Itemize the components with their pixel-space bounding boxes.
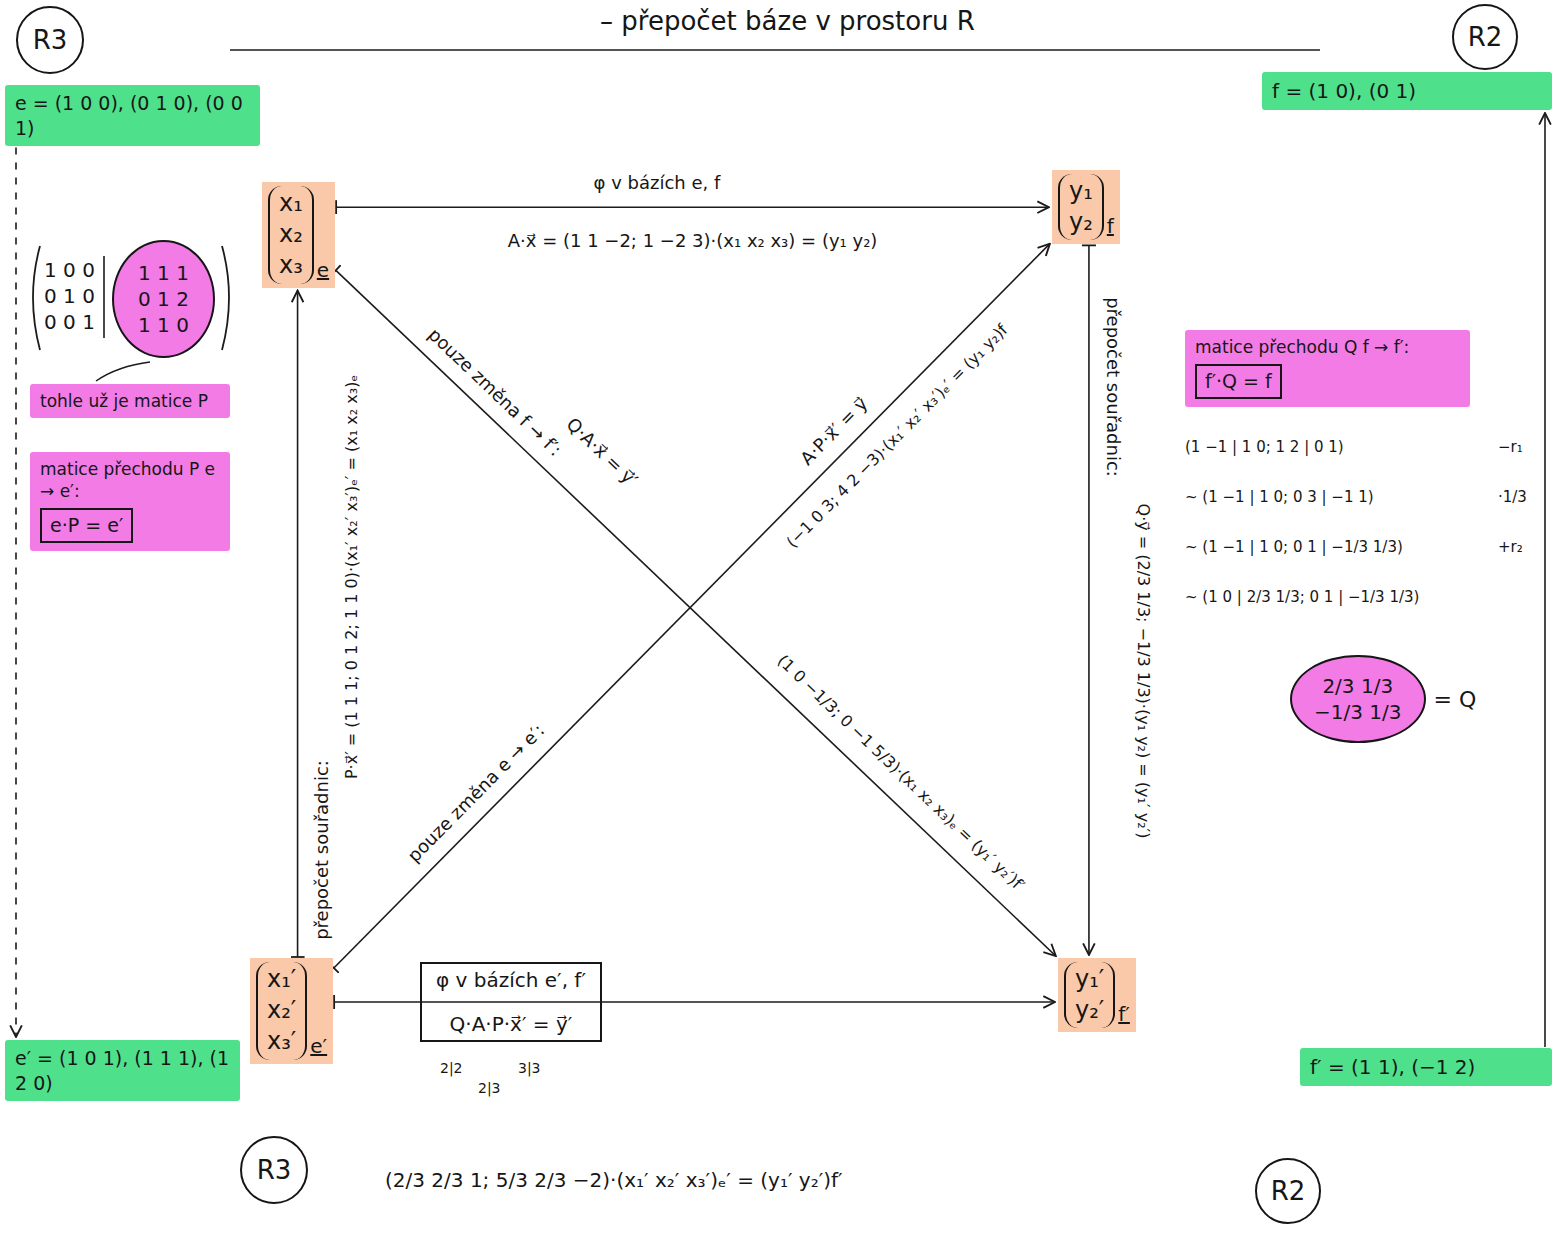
node-text: R3: [257, 1155, 292, 1185]
node-text: −1/3 1/3: [1314, 699, 1402, 725]
basis-band: f = (1 0), (0 1): [1262, 72, 1552, 110]
node-text: y₁ y₂: [1058, 174, 1104, 240]
node-text: e·P = e′: [40, 508, 133, 543]
space-circle: R2: [1255, 1158, 1321, 1224]
coordinate-vector: x₁ x₂ x₃e: [262, 182, 335, 288]
transition-band: matice přechodu P e → e′: e·P = e′: [30, 452, 230, 551]
title-rule: [230, 49, 1320, 51]
matrix-divider: [103, 256, 105, 338]
basis-band: e′ = (1 0 1), (1 1 1), (1 2 0): [5, 1040, 240, 1101]
connector: [334, 1001, 1055, 1003]
annotation: 2|3: [478, 1080, 501, 1097]
node-text: e′: [310, 1034, 327, 1060]
circle-outline: 2/3 1/3−1/3 1/3: [1290, 655, 1426, 743]
annotation: 2|2: [440, 1060, 463, 1077]
node-text: x₁ x₂ x₃: [268, 186, 314, 284]
node-text: 0 1 2: [138, 286, 189, 312]
coordinate-vector: x₁′ x₂′ x₃′e′: [250, 958, 333, 1064]
formula-label: (1 0 −1/3; 0 −1 5/3)·(x₁ x₂ x₃)ₑ = (y₁′ …: [773, 651, 1028, 895]
node-text: R2: [1468, 22, 1503, 52]
connector-group: [16, 113, 1545, 1047]
annotation: (1 −1 | 1 0; 1 2 | 0 1): [1185, 438, 1344, 456]
annotation: +r₂: [1498, 538, 1523, 556]
edge-label: φ v bázích e, f: [594, 172, 721, 194]
node-text: f′ = (1 1), (−1 2): [1310, 1054, 1542, 1080]
mapping-box: φ v bázích e′, f′ Q·A·P·x⃗′ = y⃗′: [420, 962, 602, 1042]
matrix-bracket: [33, 246, 40, 350]
node-text: x₁′ x₂′ x₃′: [256, 962, 307, 1060]
annotation: −r₁: [1498, 438, 1523, 456]
formula-label: P·x⃗′ = (1 1 1; 0 1 2; 1 1 0)·(x₁′ x₂′ x…: [342, 375, 361, 779]
space-circle: R3: [16, 6, 84, 74]
node-text: y₁′ y₂′: [1064, 962, 1115, 1028]
node-text: R2: [1271, 1176, 1306, 1206]
node-text: f′: [1118, 1002, 1130, 1028]
edge-label: pouze změna e → e′:: [403, 720, 549, 867]
node-text: = Q: [1434, 687, 1477, 712]
connector: [15, 147, 17, 1037]
basis-band: f′ = (1 1), (−1 2): [1300, 1048, 1552, 1086]
edge-label: přepočet souřadnic:: [311, 761, 333, 941]
space-circle: R2: [1452, 4, 1518, 70]
annotation: 3|3: [518, 1060, 541, 1077]
connector: [297, 291, 299, 957]
diagram-title: – přepočet báze v prostoru R: [600, 6, 975, 37]
node-text: 1 1 1: [138, 260, 189, 286]
annotation: ~ (1 −1 | 1 0; 0 3 | −1 1): [1185, 488, 1374, 506]
node-text: e = (1 0 0), (0 1 0), (0 0 1): [15, 91, 250, 140]
edge-label: pouze změna f → f′:: [424, 323, 566, 460]
formula-label: Q·A·x⃗ = y⃗′: [562, 413, 642, 491]
node-text: 2/3 1/3: [1314, 673, 1402, 699]
connector: [1544, 113, 1546, 1047]
connector: [336, 270, 1056, 956]
matrix-circle: 2/3 1/3−1/3 1/3 = Q: [1290, 655, 1476, 743]
annotation: 0 1 0: [44, 284, 95, 308]
node-text: matice přechodu P e → e′:: [40, 458, 220, 502]
node-text: f = (1 0), (0 1): [1272, 78, 1542, 104]
connector: [334, 244, 1050, 968]
annotation: (2/3 2/3 1; 5/3 2/3 −2)·(x₁′ x₂′ x₃′)ₑ′ …: [385, 1168, 843, 1192]
edge-label: přepočet souřadnic:: [1102, 297, 1124, 477]
leader-line: [96, 362, 150, 381]
node-text: R3: [33, 25, 68, 55]
annotation: ~ (1 0 | 2/3 1/3; 0 1 | −1/3 1/3): [1185, 588, 1419, 606]
coordinate-vector: y₁ y₂f: [1052, 170, 1120, 244]
node-text: f′·Q = f: [1195, 364, 1282, 399]
node-text: Q·A·P·x⃗′ = y⃗′: [450, 1012, 573, 1036]
connector: [336, 206, 1049, 208]
node-text: matice přechodu Q f → f′:: [1195, 336, 1460, 358]
node-text: e′ = (1 0 1), (1 1 1), (1 2 0): [15, 1046, 230, 1095]
node-text: e: [317, 258, 329, 284]
annotation: ·1/3: [1498, 488, 1527, 506]
note-band: tohle už je matice P: [30, 384, 230, 418]
matrix-circle: 1 1 10 1 21 1 0: [112, 240, 215, 358]
coordinate-vector: y₁′ y₂′f′: [1058, 958, 1136, 1032]
basis-band: e = (1 0 0), (0 1 0), (0 0 1): [5, 85, 260, 146]
annotation: 1 0 0: [44, 258, 95, 282]
formula-label: Q·y⃗ = (2/3 1/3; −1/3 1/3)·(y₁ y₂) = (y₁…: [1133, 504, 1152, 839]
formula-label: A·x⃗ = (1 1 −2; 1 −2 3)·(x₁ x₂ x₃) = (y₁…: [508, 230, 878, 252]
connector: [1088, 245, 1090, 955]
node-text: tohle už je matice P: [40, 390, 220, 412]
space-circle: R3: [240, 1136, 308, 1204]
node-text: 1 1 0: [138, 312, 189, 338]
node-text: f: [1107, 214, 1114, 240]
annotation: 0 0 1: [44, 310, 95, 334]
annotation: ~ (1 −1 | 1 0; 0 1 | −1/3 1/3): [1185, 538, 1403, 556]
node-text: φ v bázích e′, f′: [436, 968, 586, 992]
matrix-bracket: [222, 246, 229, 350]
transition-band: matice přechodu Q f → f′: f′·Q = f: [1185, 330, 1470, 407]
